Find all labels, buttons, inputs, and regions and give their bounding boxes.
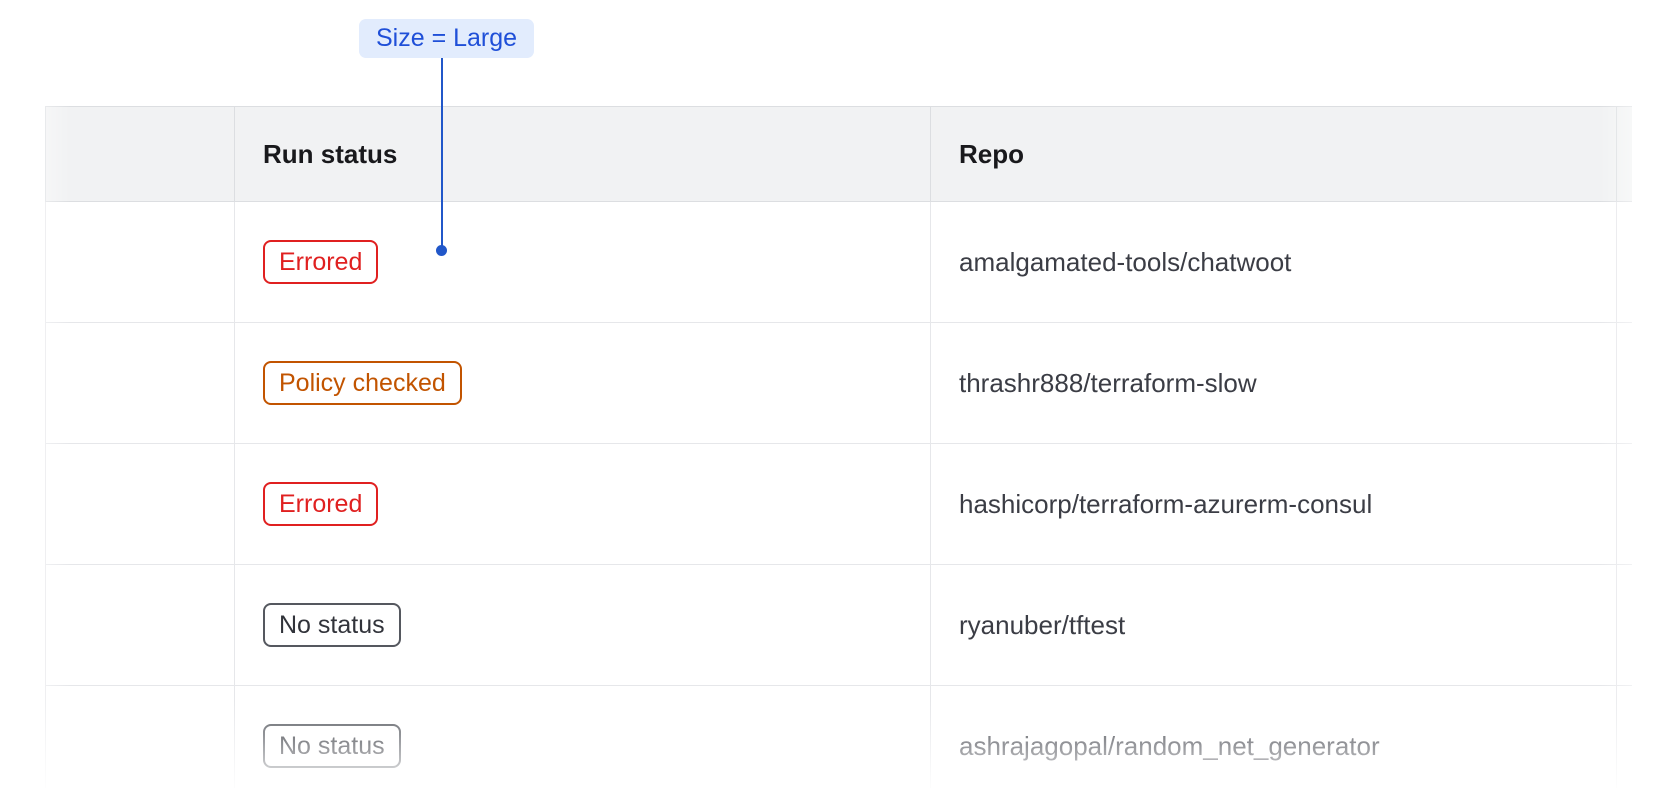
row-tail-cell	[1616, 685, 1632, 788]
status-badge[interactable]: No status	[263, 724, 401, 768]
table-row[interactable]: Policy checked thrashr888/terraform-slow	[45, 322, 1632, 444]
row-repo-cell[interactable]: ashrajagopal/random_net_generator	[930, 685, 1617, 788]
status-badge[interactable]: Policy checked	[263, 361, 462, 405]
table-body: Errored amalgamated-tools/chatwoot Polic…	[45, 201, 1632, 788]
table-row[interactable]: No status ryanuber/tftest	[45, 564, 1632, 686]
row-repo-cell[interactable]: thrashr888/terraform-slow	[930, 322, 1617, 444]
annotation-label-badge[interactable]: Size = Large	[359, 19, 535, 58]
row-status-cell: No status	[234, 564, 931, 686]
row-select-cell[interactable]	[45, 201, 235, 323]
table-header-row: Run status Repo	[45, 106, 1632, 202]
row-repo-cell[interactable]: ryanuber/tftest	[930, 564, 1617, 686]
row-repo-cell[interactable]: amalgamated-tools/chatwoot	[930, 201, 1617, 323]
table-row[interactable]: Errored amalgamated-tools/chatwoot	[45, 201, 1632, 323]
row-select-cell[interactable]	[45, 322, 235, 444]
row-select-cell[interactable]	[45, 685, 235, 788]
runs-table: Run status Repo Errored amalgamated-tool…	[45, 106, 1632, 788]
status-badge[interactable]: Errored	[263, 482, 379, 526]
column-header-run-status[interactable]: Run status	[234, 106, 931, 202]
table-row[interactable]: Errored hashicorp/terraform-azurerm-cons…	[45, 443, 1632, 565]
row-status-cell: Errored	[234, 201, 931, 323]
row-status-cell: Errored	[234, 443, 931, 565]
row-select-cell[interactable]	[45, 443, 235, 565]
row-tail-cell	[1616, 443, 1632, 565]
row-tail-cell	[1616, 201, 1632, 323]
status-badge[interactable]: No status	[263, 603, 401, 647]
row-repo-cell[interactable]: hashicorp/terraform-azurerm-consul	[930, 443, 1617, 565]
status-badge[interactable]: Errored	[263, 240, 379, 284]
column-header-select[interactable]	[45, 106, 235, 202]
table-header: Run status Repo	[45, 106, 1632, 202]
table-row[interactable]: No status ashrajagopal/random_net_genera…	[45, 685, 1632, 788]
row-status-cell: No status	[234, 685, 931, 788]
row-status-cell: Policy checked	[234, 322, 931, 444]
row-select-cell[interactable]	[45, 564, 235, 686]
row-tail-cell	[1616, 322, 1632, 444]
column-header-repo[interactable]: Repo	[930, 106, 1617, 202]
column-header-tail	[1616, 106, 1632, 202]
row-tail-cell	[1616, 564, 1632, 686]
